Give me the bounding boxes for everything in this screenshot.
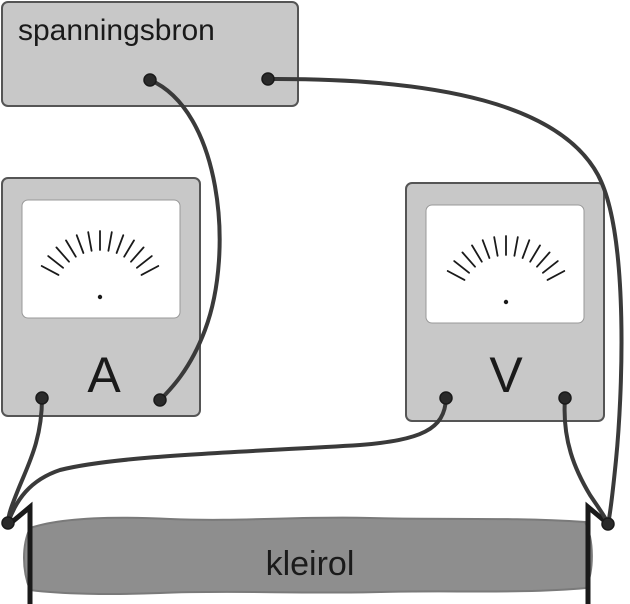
scale-tick (123, 239, 135, 258)
scale-tick (47, 255, 64, 269)
ammeter-terminal-left (35, 391, 49, 405)
scale-tick (135, 255, 153, 269)
voltmeter-symbol: V (489, 347, 523, 403)
scale-tick (115, 234, 125, 254)
right-clamp (585, 501, 608, 604)
ammeter-terminal-right (153, 393, 167, 407)
voltmeter-scale-ticks (446, 235, 566, 281)
voltmeter-terminal-left (439, 391, 453, 405)
voltmeter-terminal-right (558, 391, 572, 405)
wire-supply-to-ammeter (148, 78, 222, 402)
voltmeter-dial-screen (425, 204, 585, 324)
ammeter-needle-pivot (97, 294, 103, 300)
voltmeter-needle-pivot (503, 299, 509, 305)
scale-tick (65, 239, 77, 258)
wire-voltmeter-to-right-clamp (562, 396, 610, 526)
wires (6, 76, 624, 526)
scale-tick (453, 260, 471, 274)
scale-tick (513, 236, 519, 257)
clay-roll: kleirol (23, 516, 593, 595)
power-supply-terminal-left (143, 73, 157, 87)
scale-tick (493, 236, 499, 257)
scale-tick (75, 234, 85, 254)
voltmeter: V (405, 182, 605, 422)
wire-voltmeter-to-left-clamp (6, 396, 448, 525)
ammeter-scale-ticks (40, 230, 160, 276)
scale-tick (481, 239, 491, 259)
scale-tick (536, 251, 551, 268)
scale-tick (107, 231, 113, 252)
left-clamp (10, 501, 33, 604)
scale-tick (40, 265, 60, 276)
scale-tick (521, 239, 531, 259)
scale-tick (446, 270, 466, 281)
clay-roll-label: kleirol (266, 545, 355, 583)
left-clamp-terminal (1, 516, 15, 530)
power-supply-box (1, 1, 299, 107)
scale-tick (542, 260, 559, 274)
right-clamp-terminal (601, 517, 615, 531)
power-supply-terminal-right (261, 72, 275, 86)
ammeter-dial-screen (21, 199, 181, 319)
power-supply-label: spanningsbron (18, 14, 215, 47)
power-supply: spanningsbron (1, 1, 299, 107)
ammeter-symbol: A (87, 347, 121, 403)
wire-supply-to-right-clamp (266, 76, 624, 526)
terminals (1, 72, 615, 531)
scale-tick (55, 246, 70, 263)
scale-tick (87, 231, 93, 252)
scale-tick (471, 244, 483, 263)
scale-tick (461, 251, 476, 268)
scale-tick (130, 246, 145, 263)
scale-tick (546, 270, 566, 281)
scale-tick (529, 244, 541, 263)
scale-tick (140, 265, 160, 276)
ammeter: A (1, 177, 201, 417)
